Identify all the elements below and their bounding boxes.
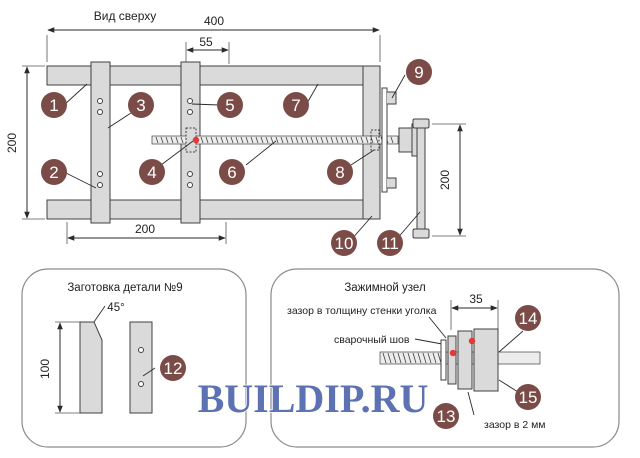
callout-number: 7	[291, 96, 300, 115]
blank-panel-title: Заготовка детали №9	[67, 282, 182, 294]
fixed-jaw	[90, 61, 111, 224]
top-view-title: Вид сверху	[94, 9, 157, 23]
top-view: Вид сверху 400 55 200 200 200	[5, 9, 466, 244]
callout-number: 1	[49, 96, 58, 115]
weld-label: сварочный шов	[334, 334, 410, 346]
callout-badge-6: 6	[219, 159, 245, 185]
callout-badge-10: 10	[331, 230, 357, 256]
callout-number: 2	[49, 163, 58, 182]
callout-number: 3	[136, 96, 145, 115]
detail-nut	[447, 335, 457, 385]
callout-badge-8: 8	[327, 159, 353, 185]
handle-cap-bottom	[412, 228, 430, 239]
frame-nut	[370, 129, 380, 151]
detail-collar	[457, 330, 473, 390]
dim-400-label: 400	[204, 14, 224, 28]
callout-number: 12	[164, 359, 183, 378]
callout-badge-15: 15	[515, 384, 541, 410]
callout-badge-14: 14	[515, 305, 541, 331]
bracket-plate	[381, 87, 388, 193]
callout-badge-3: 3	[128, 92, 154, 118]
handle-cap-top	[412, 118, 430, 129]
callout-number: 5	[225, 96, 234, 115]
red-marker-nut	[449, 349, 457, 357]
callout-badge-4: 4	[139, 159, 165, 185]
callout-number: 15	[519, 388, 538, 407]
drilled-blank	[129, 321, 153, 414]
detail-screw-head	[473, 328, 499, 392]
callout-badge-11: 11	[377, 230, 403, 256]
callout-number: 10	[335, 234, 354, 253]
red-marker-jaw	[192, 136, 200, 144]
callout-number: 11	[381, 234, 399, 253]
red-marker-collar	[468, 337, 476, 345]
callout-number: 8	[335, 163, 344, 182]
callout-badge-13: 13	[433, 403, 459, 429]
angle-label: 45°	[107, 302, 124, 314]
detail-angle-plate	[440, 339, 447, 381]
dim-100-label: 100	[38, 359, 52, 379]
callout-number: 14	[519, 309, 538, 328]
watermark: BUILDIP.RU	[198, 376, 429, 421]
callout-number: 4	[147, 163, 156, 182]
clamp-panel-title: Зажимной узел	[344, 282, 425, 294]
callout-badge-7: 7	[283, 92, 309, 118]
callout-badge-5: 5	[217, 92, 243, 118]
callout-badge-9: 9	[406, 59, 432, 85]
dim-200-left-label: 200	[5, 133, 19, 153]
dim-200-bottom-label: 200	[135, 222, 155, 236]
dim-35-label: 35	[469, 292, 483, 306]
screw-collar	[398, 127, 413, 153]
dim-55-label: 55	[199, 35, 213, 49]
beveled-blank	[79, 321, 103, 414]
handle-bar	[416, 125, 426, 233]
dim-200-right-label: 200	[438, 170, 452, 190]
callout-badge-12: 12	[160, 355, 186, 381]
callout-number: 9	[414, 63, 423, 82]
blank-panel: Заготовка детали №9 45° 100	[21, 268, 247, 448]
callout-number: 13	[437, 407, 456, 426]
callout-badge-1: 1	[41, 92, 67, 118]
threaded-rod	[151, 135, 399, 145]
gap-2mm-label: зазор в 2 мм	[484, 419, 546, 431]
gap-label: зазор в толщину стенки уголка	[287, 305, 437, 317]
callout-badge-2: 2	[41, 159, 67, 185]
callout-number: 6	[227, 163, 236, 182]
